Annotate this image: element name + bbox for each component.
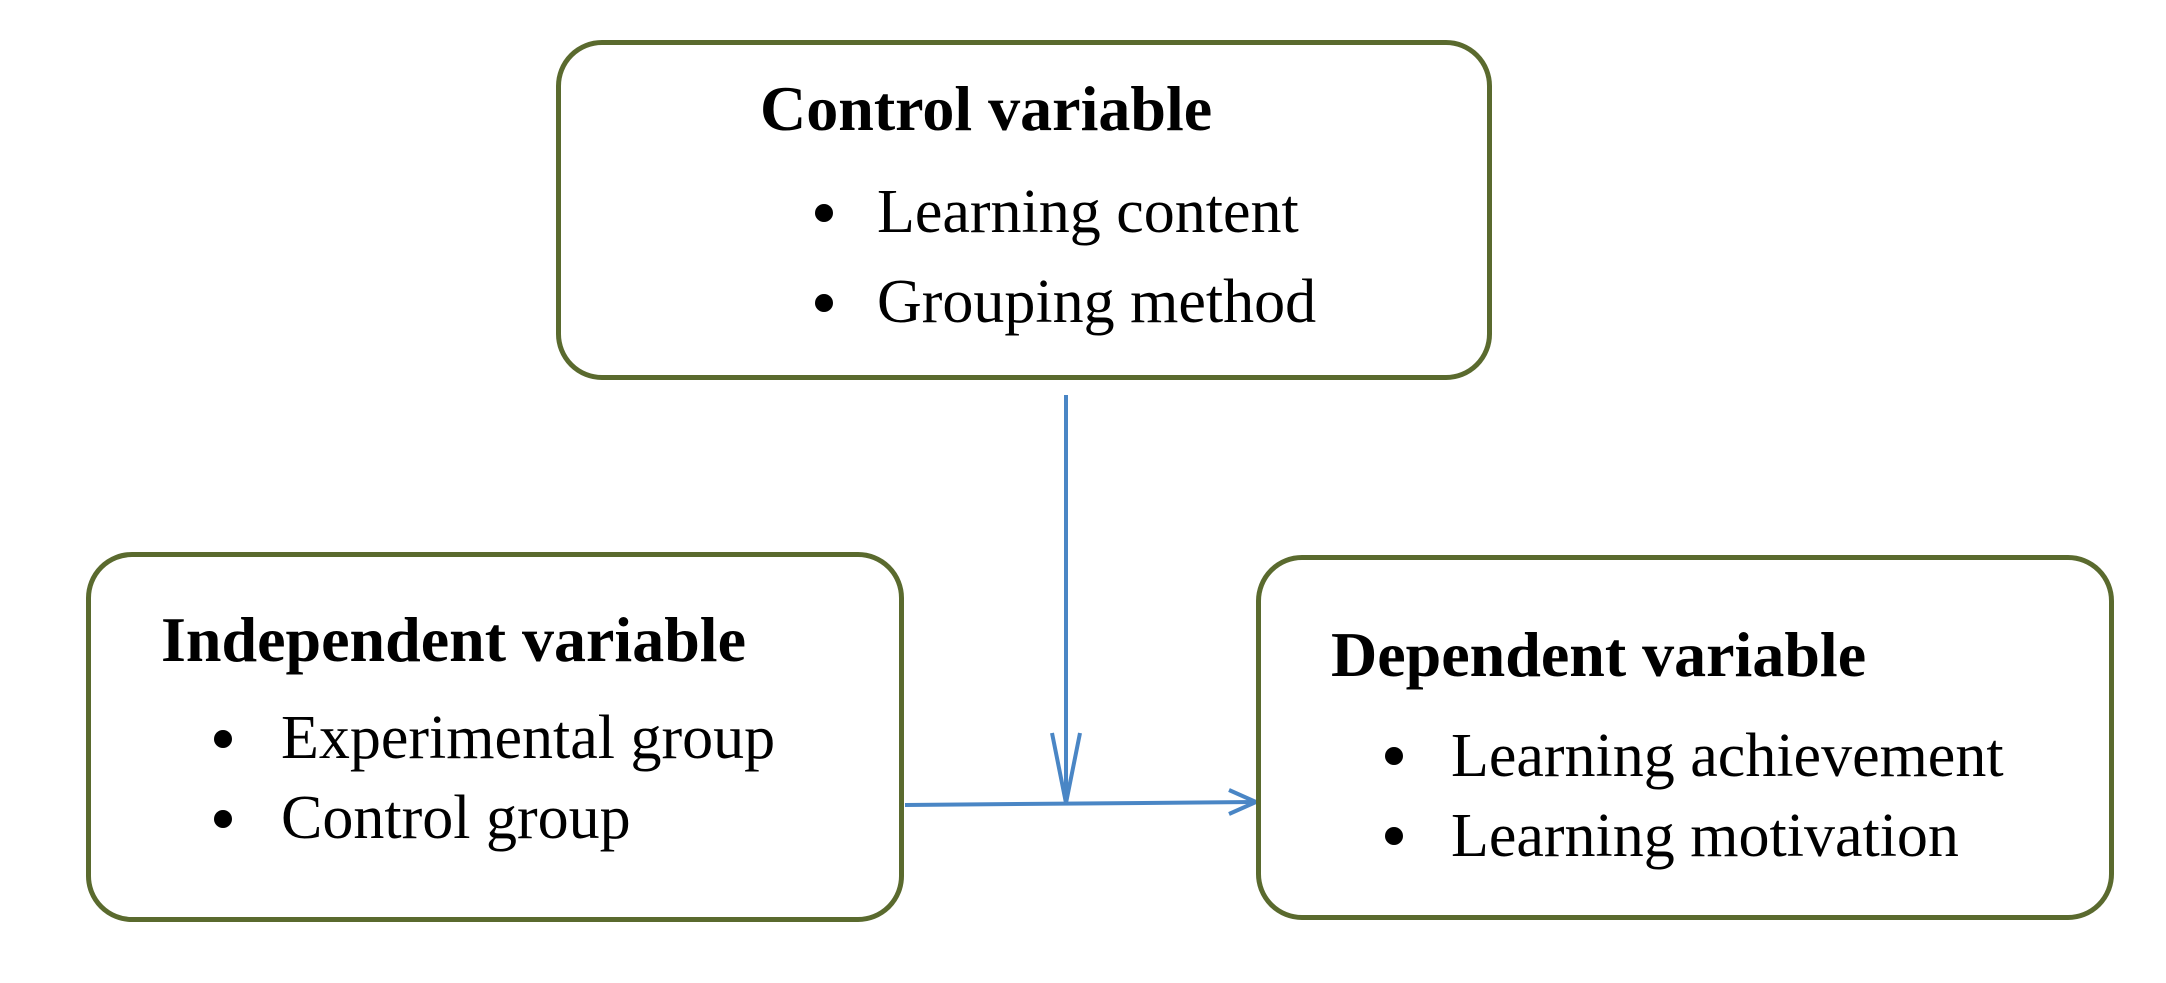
- bullet-icon: [1385, 747, 1403, 765]
- independent-to-dependent-shaft: [904, 800, 1255, 807]
- bullet-icon: [214, 810, 232, 828]
- independent-item-control-group: Control group: [281, 784, 631, 852]
- bullet-icon: [1385, 827, 1403, 845]
- dependent-variable-title: Dependent variable: [1331, 619, 1867, 690]
- bullet-icon: [815, 204, 833, 222]
- dependent-variable-box: Dependent variable Learning achievement …: [1256, 555, 2114, 920]
- control-variable-title: Control variable: [760, 73, 1213, 144]
- control-item-grouping-method: Grouping method: [877, 268, 1317, 336]
- independent-variable-box: Independent variable Experimental group …: [86, 552, 904, 922]
- control-item-learning-content: Learning content: [877, 178, 1299, 246]
- bullet-icon: [214, 730, 232, 748]
- control-variable-box: Control variable Learning content Groupi…: [556, 40, 1492, 380]
- independent-variable-title: Independent variable: [161, 604, 746, 675]
- dependent-item-learning-motivation: Learning motivation: [1451, 802, 1959, 870]
- dependent-item-learning-achievement: Learning achievement: [1451, 722, 2004, 790]
- independent-item-experimental-group: Experimental group: [281, 704, 776, 772]
- bullet-icon: [815, 294, 833, 312]
